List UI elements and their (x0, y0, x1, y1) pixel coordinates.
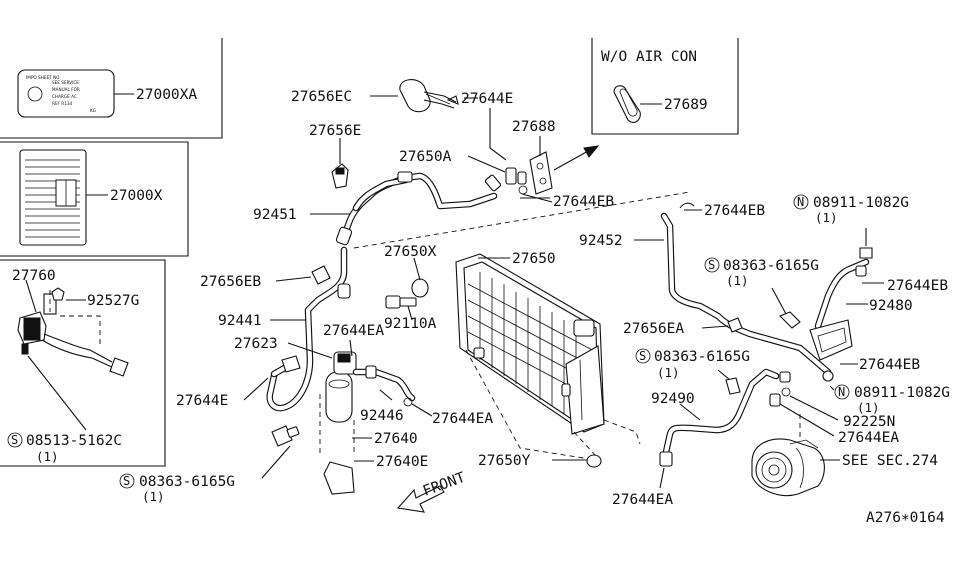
label-08513-group: S 08513-5162C (1) (7, 432, 122, 464)
label-92225N: 92225N (843, 414, 895, 430)
label-08513: 08513-5162C (26, 433, 122, 449)
label-27640: 27640 (374, 431, 418, 447)
svg-text:IMPO SHEET NO: IMPO SHEET NO (26, 75, 60, 80)
label-92441: 92441 (218, 313, 262, 329)
pipe-92451 (335, 171, 502, 246)
label-27650: 27650 (512, 251, 556, 267)
label-27644EB-r1: 27644EB (887, 278, 948, 294)
label-27656EA: 27656EA (623, 321, 684, 337)
receiver-drier-27640 (325, 351, 357, 423)
label-27000XA: 27000XA (136, 87, 197, 103)
front-arrow: FRONT (396, 470, 468, 513)
inset-boxes (0, 38, 223, 467)
label-27644EA-top: 27644EA (323, 323, 384, 339)
svg-text:REF R134: REF R134 (52, 101, 73, 106)
pipe-92441 (266, 246, 351, 412)
label-08363-right-group: S 08363-6165G (1) (704, 257, 819, 288)
label-08363-mid: 08363-6165G (654, 349, 750, 365)
label-92527G: 92527G (87, 293, 139, 309)
svg-text:CHARGE AC: CHARGE AC (52, 94, 77, 99)
clamp-27656EC (399, 79, 457, 113)
label-92452: 92452 (579, 233, 623, 249)
label-92480: 92480 (869, 298, 913, 314)
wo-air-con-box: W/O AIR CON 27689 (591, 38, 739, 135)
emission-label-sticker: IMPO SHEET NO SEE SERVICE MANUAL FOR CHA… (17, 69, 115, 118)
svg-text:S: S (11, 433, 18, 447)
clip-27656E (331, 163, 349, 189)
label-08363-bl: 08363-6165G (139, 474, 235, 490)
label-27760: 27760 (12, 268, 56, 284)
svg-text:S: S (708, 258, 715, 272)
label-08363-mid-qty: (1) (657, 365, 680, 380)
label-08911-top-qty: (1) (815, 210, 838, 225)
svg-text:KG: KG (90, 108, 96, 113)
label-27688: 27688 (512, 119, 556, 135)
label-27650Y: 27650Y (478, 453, 531, 469)
label-92451: 92451 (253, 207, 297, 223)
pipe-92452 (660, 212, 832, 376)
label-27000X: 27000X (110, 188, 163, 204)
label-08911-bottom-qty: (1) (857, 400, 880, 415)
pipe-92446 (352, 365, 416, 402)
svg-text:S: S (639, 349, 646, 363)
label-see-sec: SEE SEC.274 (842, 453, 938, 469)
label-08363-right: 08363-6165G (723, 258, 819, 274)
label-08363-bl-group: S 08363-6165G (1) (119, 473, 235, 504)
label-08911-top: 08911-1082G (813, 195, 909, 211)
label-27656EC: 27656EC (291, 89, 352, 105)
diagram-id: A276∗0164 (866, 510, 945, 526)
label-27644EA-right: 27644EA (838, 430, 899, 446)
svg-text:N: N (838, 385, 845, 399)
pipe-92490 (659, 368, 780, 467)
pressure-switch (17, 279, 129, 431)
label-27644EB-top: 27644EB (553, 194, 614, 210)
label-27644EB-r2: 27644EB (859, 357, 920, 373)
label-27689: 27689 (664, 97, 708, 113)
label-08363-bl-qty: (1) (142, 489, 165, 504)
bolt-08363-bl (271, 425, 300, 447)
label-27650A: 27650A (399, 149, 452, 165)
label-27644E-top: 27644E (461, 91, 513, 107)
label-08363-right-qty: (1) (726, 273, 749, 288)
label-27656EB: 27656EB (200, 274, 261, 290)
label-27640E: 27640E (376, 454, 428, 470)
label-92490: 92490 (651, 391, 695, 407)
svg-text:MANUAL FOR: MANUAL FOR (52, 87, 80, 92)
label-08911-bottom: 08911-1082G (854, 385, 950, 401)
label-92110A: 92110A (384, 316, 437, 332)
svg-text:N: N (797, 195, 804, 209)
label-27644EB-mid: 27644EB (704, 203, 765, 219)
fittings-right (769, 371, 791, 407)
label-08911-bottom-group: N 08911-1082G (1) (834, 384, 950, 415)
svg-text:SEE SERVICE: SEE SERVICE (52, 80, 79, 85)
pipe-92480 (809, 258, 870, 361)
svg-text:S: S (123, 474, 130, 488)
label-27644E-left: 27644E (176, 393, 228, 409)
bracket-27688 (529, 151, 553, 195)
label-27656E: 27656E (309, 123, 361, 139)
label-27644EA-bottom: 27644EA (612, 492, 673, 508)
label-27650X: 27650X (384, 244, 437, 260)
wo-air-con-title: W/O AIR CON (601, 49, 697, 65)
label-92446: 92446 (360, 408, 404, 424)
compressor (751, 438, 825, 496)
front-label: FRONT (421, 470, 468, 500)
bolt-92110A (385, 295, 417, 309)
label-27623: 27623 (234, 336, 278, 352)
condenser-27650 (455, 253, 605, 435)
label-27644EA-mid: 27644EA (432, 411, 493, 427)
label-08363-mid-group: S 08363-6165G (1) (635, 348, 750, 380)
label-08513-qty: (1) (36, 449, 59, 464)
spec-table-sticker (19, 149, 87, 246)
label-08911-top-group: N 08911-1082G (1) (793, 194, 909, 225)
